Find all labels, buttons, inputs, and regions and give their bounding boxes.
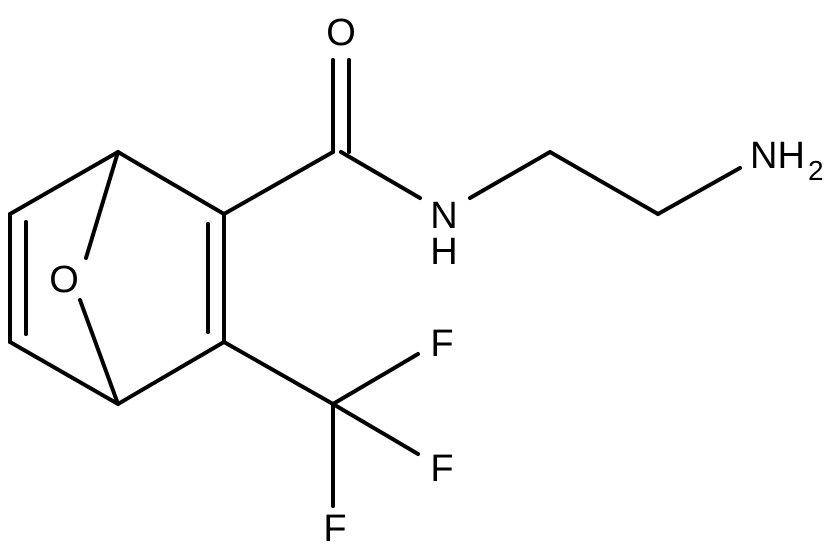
atom-label-carbonyl-oxygen: O	[326, 12, 356, 54]
bond-c5-c4	[8, 340, 120, 406]
atom-label-fluorine-middle: F	[430, 448, 453, 490]
atom-labels: O N H NH 2 O F F F	[49, 12, 823, 550]
atom-label-fluorine-top: F	[430, 323, 453, 365]
bond-c1-o-bridge	[84, 150, 120, 260]
atom-label-bridge-oxygen: O	[49, 259, 79, 301]
bond-o-bridge-c4	[78, 298, 120, 406]
bonds	[8, 58, 742, 508]
bond-cf3-f-middle	[331, 402, 420, 456]
atom-label-fluorine-bottom: F	[323, 508, 346, 550]
bond-c1-c6	[8, 150, 120, 216]
bond-c3-c4	[116, 340, 226, 406]
atom-label-amide-hydrogen: H	[430, 231, 457, 273]
bond-ch2-ch2	[548, 150, 660, 216]
bond-c1-c2	[116, 150, 226, 216]
atom-label-amine-nitrogen: NH	[750, 135, 805, 177]
bond-c3-cf3	[222, 340, 335, 406]
bond-carbonyl-n	[339, 150, 422, 200]
bond-c2-carbonyl	[222, 150, 335, 216]
atom-label-amine-subscript: 2	[808, 155, 824, 186]
bond-cf3-f-top	[331, 352, 420, 406]
bond-ch2-nh2	[656, 166, 742, 216]
atom-label-amide-nitrogen: N	[430, 195, 457, 237]
bond-n-ch2	[468, 150, 552, 200]
